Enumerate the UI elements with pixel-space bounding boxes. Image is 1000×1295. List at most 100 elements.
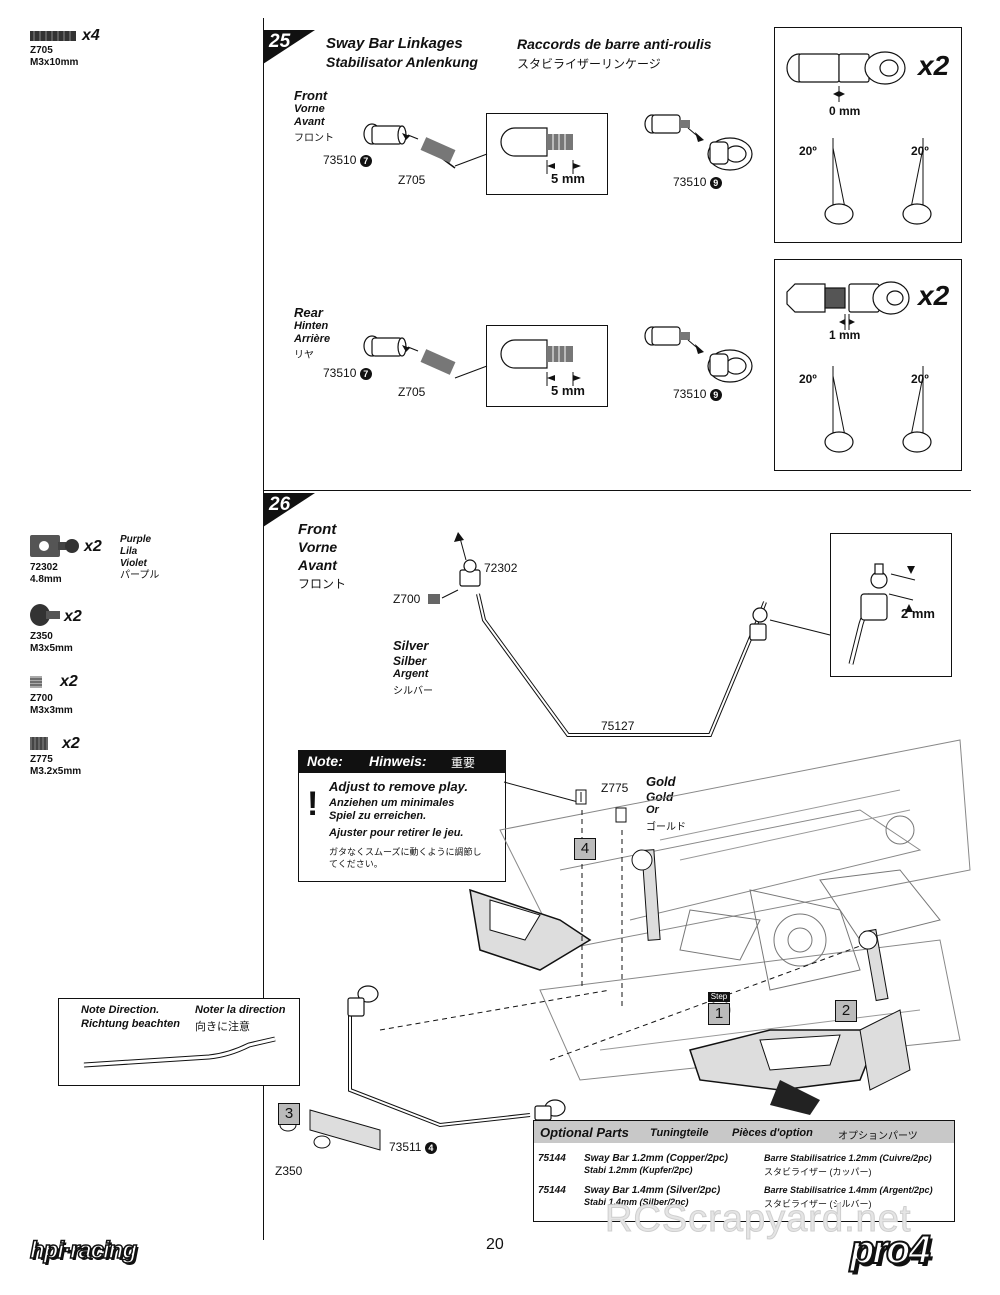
column-divider — [263, 18, 264, 1240]
step-title-jp: スタビライザーリンケージ — [517, 57, 661, 71]
row-en: Sway Bar 1.2mm (Copper/2pc) — [584, 1153, 728, 1164]
gold-screw-code: Z775 — [601, 781, 629, 795]
angle-right: 20º — [911, 372, 929, 386]
step-number-badge: 25 — [263, 30, 315, 64]
brand-logo-left: hpi·racing — [29, 1236, 138, 1265]
optional-title-jp: オプションパーツ — [838, 1131, 918, 1142]
label-en: Rear — [294, 305, 323, 320]
note-de-1: Anziehen um minimales — [329, 797, 455, 809]
note-jp-2: てください。 — [329, 859, 383, 869]
part-size: M3x5mm — [30, 643, 73, 654]
row-de: Stabi 1.2mm (Kupfer/2pc) — [584, 1165, 693, 1175]
direction-en: Note Direction. — [81, 1004, 160, 1016]
bar-direction-diagram — [83, 1036, 276, 1068]
label-de: Vorne — [294, 103, 325, 115]
qty: x2 — [64, 608, 82, 625]
label-fr: Argent — [393, 668, 429, 680]
label-fr: Arrière — [294, 333, 331, 345]
step-tag: Step — [708, 992, 730, 1002]
ball-part-code: 72302 — [484, 561, 518, 575]
part-code: 72302 — [30, 562, 58, 573]
front-ball-end-drawing — [363, 123, 456, 169]
color-jp: パープル — [120, 570, 160, 581]
row-en: Sway Bar 1.4mm (Silver/2pc) — [584, 1185, 721, 1196]
front-spec-box: x2 0 mm 20º 20º — [774, 27, 962, 243]
detail-box-gap: 5 mm — [486, 113, 608, 195]
label-fr: Avant — [298, 557, 337, 573]
angle-right: 20º — [911, 144, 929, 158]
optional-title-fr: Pièces d'option — [732, 1127, 813, 1139]
screw-icon — [30, 604, 60, 626]
page-number: 20 — [486, 1236, 504, 1253]
angle-left: 20º — [799, 372, 817, 386]
callout-3: 3 — [278, 1103, 300, 1125]
chassis-drawing — [379, 739, 971, 1115]
step-title-en: Sway Bar Linkages — [326, 35, 463, 52]
brand-logo-right: pro4 — [849, 1227, 932, 1273]
optional-parts-box: Optional Parts Tuningteile Pièces d'opti… — [533, 1120, 955, 1222]
mount-code: 73511 4 — [389, 1140, 437, 1154]
leader-line — [454, 365, 488, 379]
label-de: Vorne — [298, 539, 338, 555]
direction-box: Note Direction. Richtung beachten Noter … — [58, 998, 300, 1086]
qty: x2 — [60, 673, 78, 690]
color-de: Lila — [120, 546, 138, 557]
note-de-2: Spiel zu erreichen. — [329, 810, 427, 822]
note-jp-1: ガタなくスムーズに動くように調節し — [329, 847, 482, 857]
label-en: Gold — [646, 774, 676, 789]
label-en: Silver — [393, 638, 429, 653]
part-size: M3x10mm — [30, 57, 79, 68]
front-assembled-drawing — [644, 114, 753, 171]
leader-line — [454, 153, 488, 167]
gap-label: 5 mm — [551, 171, 585, 186]
exclamation-icon: ! — [307, 785, 319, 823]
label-en: Front — [298, 521, 337, 538]
ball-end-code-2: 73510 9 — [673, 175, 722, 189]
watermark: RCScrapyard.net — [604, 1198, 912, 1241]
rear-assembled-drawing — [644, 326, 753, 383]
color-fr: Violet — [120, 558, 147, 569]
sway-bar-drawing — [428, 532, 831, 737]
step-title-de: Stabilisator Anlenkung — [326, 54, 478, 70]
note-head-en: Note: — [307, 753, 343, 769]
row-fr: Barre Stabilisatrice 1.2mm (Cuivre/2pc) — [764, 1153, 932, 1163]
part-code: Z705 — [30, 45, 53, 56]
setscrew-code: Z700 — [393, 592, 421, 606]
mount-screw-code: Z350 — [275, 1164, 303, 1178]
optional-title-de: Tuningteile — [650, 1127, 709, 1139]
color-en: Purple — [120, 534, 152, 545]
setscrew-icon — [30, 676, 42, 688]
spec-qty: x2 — [918, 280, 950, 311]
spec-gap: 0 mm — [829, 104, 861, 118]
optional-title-en: Optional Parts — [540, 1125, 629, 1140]
rear-spec-box: x2 1 mm 20º 20º — [774, 259, 962, 471]
note-en: Adjust to remove play. — [329, 779, 468, 794]
detail-box-bar-gap: 2 mm — [830, 533, 952, 677]
qty: x2 — [84, 538, 102, 555]
label-de: Hinten — [294, 320, 329, 332]
qty: x4 — [82, 27, 100, 44]
gap-label: 2 mm — [901, 606, 935, 621]
label-de: Silber — [393, 654, 427, 668]
label-jp: フロント — [294, 133, 334, 144]
label-jp: シルバー — [393, 686, 433, 697]
label-jp: ゴールド — [646, 822, 686, 833]
qty: x2 — [62, 735, 80, 752]
optional-parts-header: Optional Parts Tuningteile Pièces d'opti… — [534, 1121, 954, 1143]
screw-code: Z705 — [398, 173, 426, 187]
label-jp: フロント — [298, 577, 347, 591]
direction-de: Richtung beachten — [81, 1018, 181, 1030]
ball-end-code: 73510 7 — [323, 366, 372, 380]
angle-left: 20º — [799, 144, 817, 158]
part-code: Z350 — [30, 631, 53, 642]
label-fr: Or — [646, 804, 659, 816]
callout-1: 1 — [708, 1003, 730, 1025]
ball-end-code-2: 73510 9 — [673, 387, 722, 401]
note-head-de: Hinweis: — [369, 753, 427, 769]
rear-ball-end-drawing — [363, 335, 456, 375]
part-size: M3.2x5mm — [30, 766, 82, 777]
label-jp: リヤ — [294, 350, 314, 361]
screw-icon — [30, 31, 76, 41]
row-jp: スタビライザー (シルバー) — [764, 1199, 872, 1209]
direction-jp: 向きに注意 — [195, 1021, 250, 1033]
